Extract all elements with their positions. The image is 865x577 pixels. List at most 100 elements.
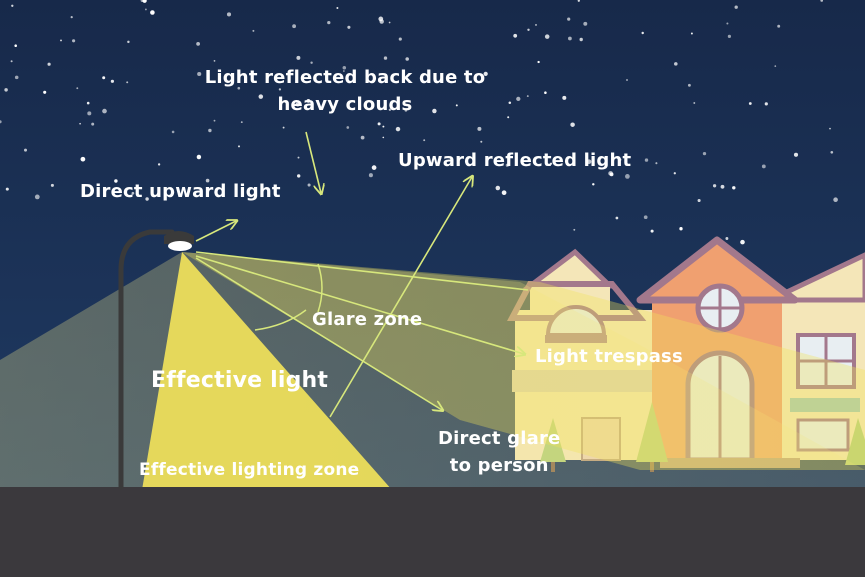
upward-reflected-label: Upward reflected light	[398, 150, 632, 171]
star-icon	[360, 135, 365, 140]
star-icon	[213, 119, 216, 122]
star-icon	[310, 61, 313, 64]
star-icon	[50, 183, 54, 187]
star-icon	[87, 111, 92, 116]
star-icon	[306, 99, 311, 103]
star-icon	[171, 130, 175, 134]
star-icon	[732, 186, 736, 190]
star-icon	[537, 60, 540, 64]
star-icon	[641, 31, 644, 35]
star-icon	[91, 122, 95, 126]
star-icon	[526, 95, 529, 98]
star-icon	[383, 56, 388, 60]
star-icon	[544, 91, 547, 94]
star-icon	[579, 37, 583, 42]
star-icon	[205, 178, 210, 183]
star-icon	[382, 125, 385, 128]
effective-angle-arc	[254, 309, 307, 331]
star-icon	[690, 32, 693, 35]
star-icon	[76, 87, 79, 90]
star-icon	[79, 122, 81, 125]
star-icon	[761, 164, 766, 169]
star-icon	[712, 184, 717, 188]
star-icon	[501, 190, 507, 196]
star-icon	[377, 122, 381, 126]
star-icon	[24, 148, 27, 152]
star-icon	[398, 37, 402, 41]
star-icon	[307, 183, 311, 187]
star-icon	[342, 65, 347, 70]
star-icon	[127, 40, 130, 44]
star-icon	[508, 101, 512, 104]
star-icon	[278, 88, 282, 91]
star-icon	[11, 4, 14, 7]
star-icon	[296, 55, 301, 60]
star-icon	[549, 162, 553, 165]
star-icon	[655, 162, 658, 165]
star-icon	[650, 229, 654, 233]
star-icon	[208, 128, 212, 133]
star-icon	[150, 10, 155, 15]
star-icon	[608, 171, 613, 176]
star-icon	[793, 152, 799, 157]
star-icon	[388, 21, 391, 24]
star-icon	[142, 0, 147, 3]
star-icon	[833, 197, 838, 202]
star-icon	[544, 34, 550, 39]
star-icon	[237, 145, 241, 148]
street-lamp-icon	[118, 229, 194, 490]
star-icon	[10, 60, 13, 63]
star-icon	[405, 57, 409, 61]
star-icon	[297, 156, 300, 159]
star-icon	[764, 102, 768, 106]
star-icon	[592, 183, 595, 186]
star-icon	[477, 126, 482, 131]
star-icon	[382, 136, 385, 139]
star-icon	[586, 159, 592, 165]
star-icon	[327, 20, 331, 25]
star-icon	[820, 0, 824, 2]
star-icon	[495, 185, 501, 191]
star-icon	[693, 102, 696, 104]
star-icon	[625, 174, 630, 179]
star-icon	[687, 83, 691, 87]
direct-glare-arrow	[195, 257, 442, 410]
star-icon	[70, 16, 73, 19]
star-icon	[725, 237, 729, 240]
effective-light-cone	[142, 252, 392, 490]
star-icon	[86, 101, 90, 105]
star-icon	[252, 29, 255, 32]
direct-glare-label-line1: Direct glare	[438, 428, 561, 449]
star-icon	[47, 62, 51, 66]
star-icon	[0, 120, 2, 124]
upward-reflected-arrow	[329, 177, 472, 418]
star-icon	[297, 174, 301, 178]
ground	[0, 487, 865, 577]
star-icon	[577, 0, 580, 2]
star-icon	[43, 90, 47, 94]
star-icon	[674, 62, 678, 66]
star-icon	[368, 173, 373, 178]
star-icon	[102, 76, 106, 80]
star-icon	[336, 7, 339, 9]
light-trespass-top-line	[195, 251, 529, 291]
star-icon	[626, 79, 628, 81]
star-icon	[505, 163, 509, 167]
star-icon	[4, 88, 8, 92]
star-icon	[455, 104, 458, 107]
direct-glare-label-line2: to person	[449, 455, 549, 476]
star-icon	[615, 216, 619, 220]
star-icon	[295, 102, 300, 107]
glare-zone-label: Glare zone	[312, 309, 423, 330]
star-icon	[777, 24, 781, 28]
star-icon	[197, 71, 202, 77]
star-icon	[507, 116, 510, 119]
star-icon	[388, 108, 392, 112]
cloud-reflection-label: Light reflected back due to heavy clouds	[186, 64, 504, 118]
star-icon	[570, 122, 575, 127]
glare-band	[182, 252, 865, 470]
star-icon	[643, 215, 648, 220]
star-icon	[673, 172, 676, 175]
